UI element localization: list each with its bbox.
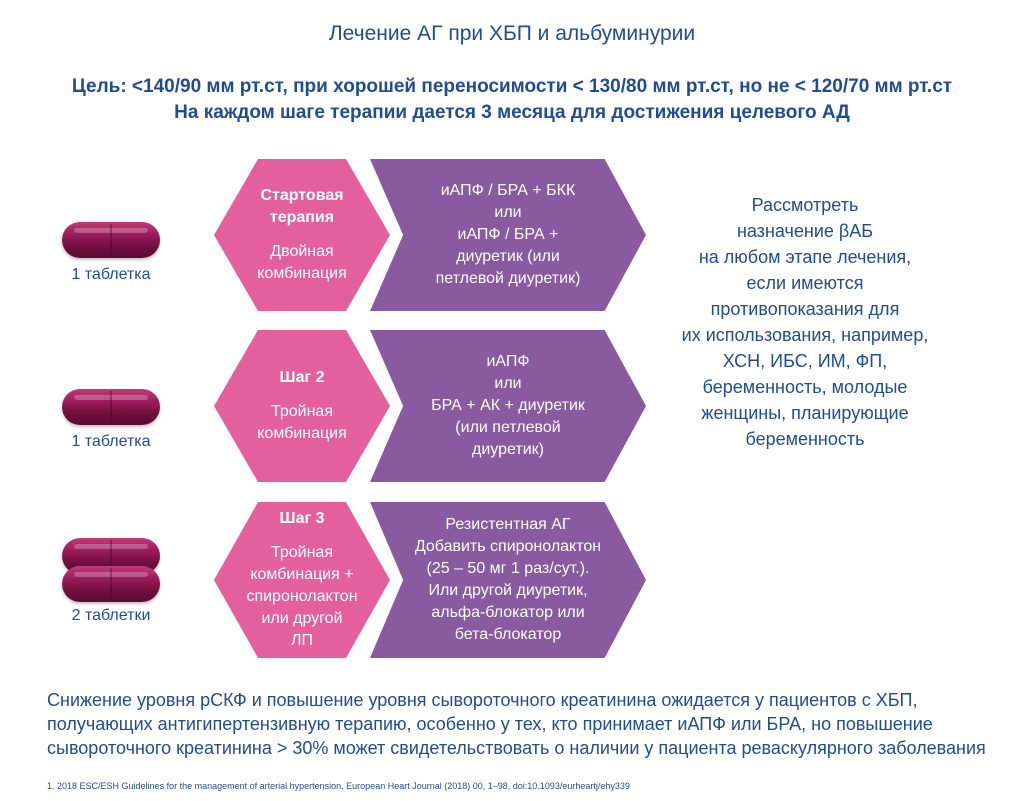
step-1-sub-line: комбинация <box>257 265 347 282</box>
bottom-note: Снижение уровня рСКФ и повышение уровня … <box>47 688 1007 760</box>
page-title: Лечение АГ при ХБП и альбуминурии <box>328 22 696 45</box>
step-2-header-line: Шаг 2 <box>279 369 325 386</box>
goal-line-2: На каждом шаге терапии дается 3 месяца д… <box>174 102 850 123</box>
pill-label-step-3: 2 таблетки <box>71 607 151 624</box>
step-1-detail-line: иАПФ / БРА + БКК <box>440 182 576 199</box>
step-3-sub-line: Тройная <box>270 544 333 561</box>
side-note-line: беременность <box>745 429 865 449</box>
side-note-line: Рассмотреть <box>751 195 859 215</box>
step-3-detail-line: (25 – 50 мг 1 раз/сут.). <box>426 560 590 577</box>
step-3-detail-line: Или другой диуретик, <box>428 582 588 599</box>
pill-label-step-2: 1 таблетка <box>71 433 151 450</box>
step-3-sub-line: или другой <box>261 610 343 627</box>
goal-line-1: Цель: <140/90 мм рт.ст, при хорошей пере… <box>71 76 953 97</box>
step-2-detail-arrow: иАПФ или БРА + АК + диуретик (или петлев… <box>370 330 646 482</box>
side-note-line: противопоказания для <box>710 299 900 319</box>
bottom-note-line: получающих антигипертензивную терапию, о… <box>47 714 933 734</box>
side-note-line: их использования, например, <box>681 325 929 345</box>
step-3-detail-line: альфа-блокатор или <box>431 604 585 621</box>
step-3-detail-arrow: Резистентная АГ Добавить спиронолактон (… <box>370 502 646 658</box>
step-1-header-line: Стартовая <box>260 187 344 204</box>
side-note: Рассмотреть назначение βАБ на любом этап… <box>650 192 960 452</box>
side-note-line: беременность, молодые <box>702 377 908 397</box>
side-note-line: женщины, планирующие <box>701 403 909 423</box>
capsule-icon <box>62 566 160 602</box>
side-note-line: если имеются <box>746 273 864 293</box>
step-1-detail-line: петлевой диуретик) <box>435 270 581 287</box>
step-1-detail-line: диуретик (или <box>456 248 560 265</box>
reference-footnote: 1. 2018 ESC/ESH Guidelines for the manag… <box>47 781 630 791</box>
side-note-line: ХСН, ИБС, ИМ, ФП, <box>722 351 888 371</box>
step-1-header-line: терапия <box>269 209 335 226</box>
step-2-hexagon: Шаг 2 Тройная комбинация <box>214 330 390 482</box>
step-1-detail-line: или <box>494 204 522 221</box>
step-2-detail-line: диуретик) <box>472 441 544 458</box>
step-1-hexagon: Стартовая терапия Двойная комбинация <box>214 159 390 311</box>
step-3-sub-line: комбинация + <box>250 566 354 583</box>
step-3-detail-line: Добавить спиронолактон <box>414 538 602 555</box>
step-2-detail-line: БРА + АК + диуретик <box>431 397 585 414</box>
step-1-detail-line: иАПФ / БРА + <box>457 226 559 243</box>
step-3-detail-line: бета-блокатор <box>454 626 562 643</box>
capsule-icon <box>62 222 160 258</box>
bottom-note-line: Снижение уровня рСКФ и повышение уровня … <box>47 690 918 710</box>
step-3-sub-line: ЛП <box>290 632 313 649</box>
step-1-sub-line: Двойная <box>270 243 334 260</box>
step-2-detail-line: (или петлевой <box>455 419 561 436</box>
side-note-line: на любом этапе лечения, <box>698 247 912 267</box>
bottom-note-line: сывороточного креатинина > 30% может сви… <box>47 738 986 758</box>
step-3-sub-line: спиронолактон <box>246 588 358 605</box>
step-2-sub-line: комбинация <box>257 425 347 442</box>
step-1-detail-arrow: иАПФ / БРА + БКК или иАПФ / БРА + диурет… <box>370 159 646 311</box>
pill-label-step-1: 1 таблетка <box>71 266 151 283</box>
capsule-icon <box>62 389 160 425</box>
side-note-line: назначение βАБ <box>736 221 874 241</box>
step-2-detail-line: или <box>494 375 522 392</box>
step-2-detail-line: иАПФ <box>486 353 530 370</box>
step-2-sub-line: Тройная <box>270 403 333 420</box>
step-3-detail-line: Резистентная АГ <box>445 516 571 533</box>
step-3-header-line: Шаг 3 <box>279 510 325 527</box>
step-3-hexagon: Шаг 3 Тройная комбинация + спиронолактон… <box>214 502 390 658</box>
